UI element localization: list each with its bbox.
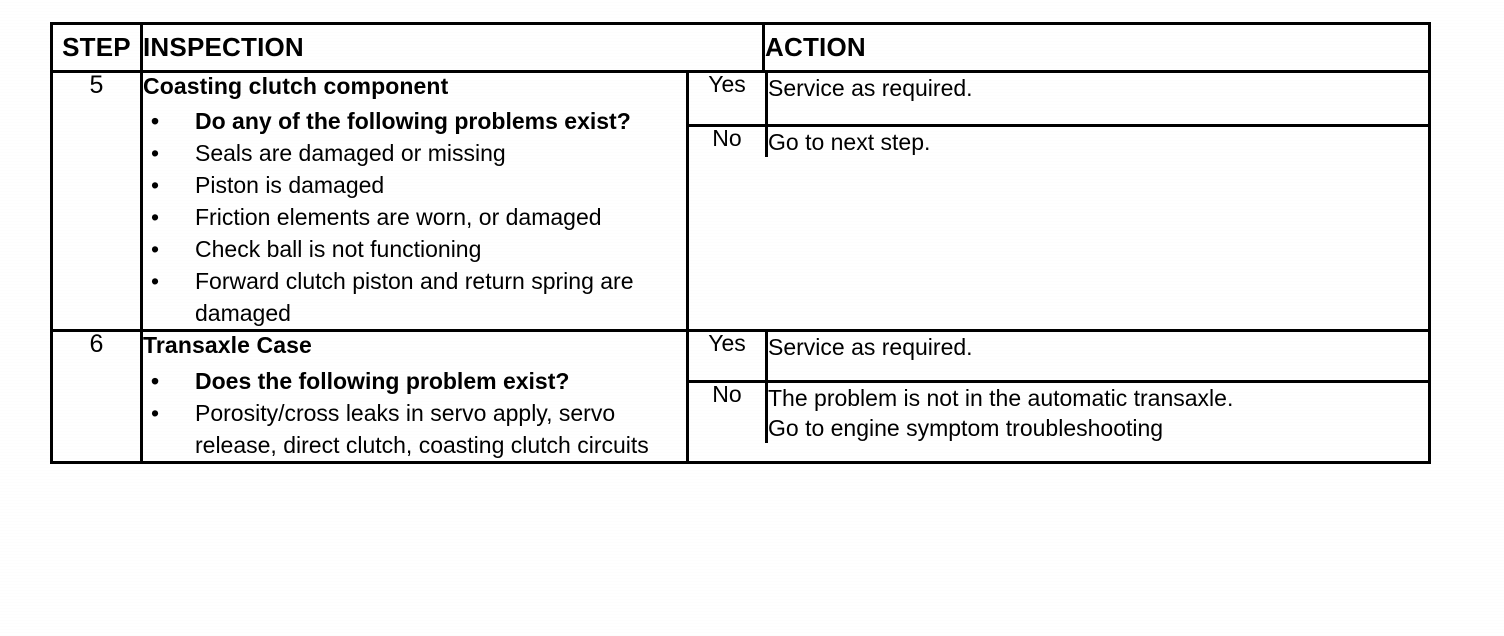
- header-step: STEP: [50, 22, 143, 73]
- action-text-no: The problem is not in the automatic tran…: [766, 380, 1429, 444]
- bullet-icon: •: [151, 399, 160, 426]
- bullet-icon: •: [151, 140, 160, 167]
- bullet-icon: •: [151, 108, 160, 135]
- action-text-yes: Service as required.: [766, 73, 1429, 126]
- inspection-title: Transaxle Case: [143, 332, 312, 359]
- outcome-cell: Yes Service as required. No Go to next s…: [685, 69, 1432, 333]
- list-item-text: Piston is damaged: [195, 172, 385, 199]
- list-item: • Do any of the following problems exist…: [143, 105, 686, 137]
- outcome-row: Yes Service as required.: [689, 73, 1429, 126]
- inspection-cell: Transaxle Case • Does the following prob…: [140, 329, 689, 464]
- outcome-table: Yes Service as required. No Go to next s…: [689, 73, 1429, 157]
- inspection-bullet-list: • Do any of the following problems exist…: [143, 105, 686, 329]
- bullet-icon: •: [151, 236, 160, 263]
- header-action: ACTION: [762, 22, 1432, 73]
- list-item: • Does the following problem exist?: [143, 365, 686, 397]
- step-number: 6: [50, 329, 143, 464]
- list-item-text: Check ball is not functioning: [195, 236, 482, 263]
- table-header-row: STEP INSPECTION ACTION: [50, 22, 1432, 73]
- list-item: • Piston is damaged: [143, 169, 686, 201]
- outcome-row: No Go to next step.: [689, 124, 1429, 157]
- outcome-row: No The problem is not in the automatic t…: [689, 380, 1429, 444]
- inspection-bullet-list: • Does the following problem exist? • Po…: [143, 365, 686, 461]
- list-item-text: Seals are damaged or missing: [195, 140, 506, 167]
- list-item-text: Forward clutch piston and return spring …: [195, 268, 634, 327]
- action-text-yes: Service as required.: [766, 332, 1429, 382]
- action-text-no: Go to next step.: [766, 124, 1429, 157]
- inspection-title: Coasting clutch component: [143, 73, 449, 99]
- outcome-row: Yes Service as required.: [689, 332, 1429, 382]
- bullet-icon: •: [151, 204, 160, 231]
- outcome-cell: Yes Service as required. No The problem …: [685, 329, 1432, 464]
- bullet-icon: •: [151, 367, 160, 394]
- list-item: • Friction elements are worn, or damaged: [143, 201, 686, 233]
- list-item: • Porosity/cross leaks in servo apply, s…: [143, 397, 686, 461]
- inspection-cell: Coasting clutch component • Do any of th…: [140, 69, 689, 333]
- table-row: 6 Transaxle Case • Does the following pr…: [50, 329, 1432, 464]
- list-item: • Forward clutch piston and return sprin…: [143, 265, 686, 329]
- list-item: • Check ball is not functioning: [143, 233, 686, 265]
- list-item-text: Do any of the following problems exist?: [195, 108, 631, 135]
- outcome-label-no: No: [689, 124, 768, 157]
- header-inspection: INSPECTION: [139, 22, 766, 73]
- outcome-table: Yes Service as required. No The problem …: [689, 332, 1429, 444]
- outcome-label-yes: Yes: [689, 73, 768, 126]
- troubleshooting-table: STEP INSPECTION ACTION 5 Coasting clutch…: [50, 22, 1432, 464]
- step-number: 5: [50, 69, 143, 333]
- list-item-text: Porosity/cross leaks in servo apply, ser…: [195, 399, 649, 458]
- list-item: • Seals are damaged or missing: [143, 137, 686, 169]
- table-row: 5 Coasting clutch component • Do any of …: [50, 69, 1432, 333]
- outcome-label-yes: Yes: [689, 332, 768, 382]
- bullet-icon: •: [151, 172, 160, 199]
- list-item-text: Friction elements are worn, or damaged: [195, 204, 602, 231]
- outcome-label-no: No: [689, 380, 768, 444]
- list-item-text: Does the following problem exist?: [195, 367, 570, 394]
- bullet-icon: •: [151, 268, 160, 295]
